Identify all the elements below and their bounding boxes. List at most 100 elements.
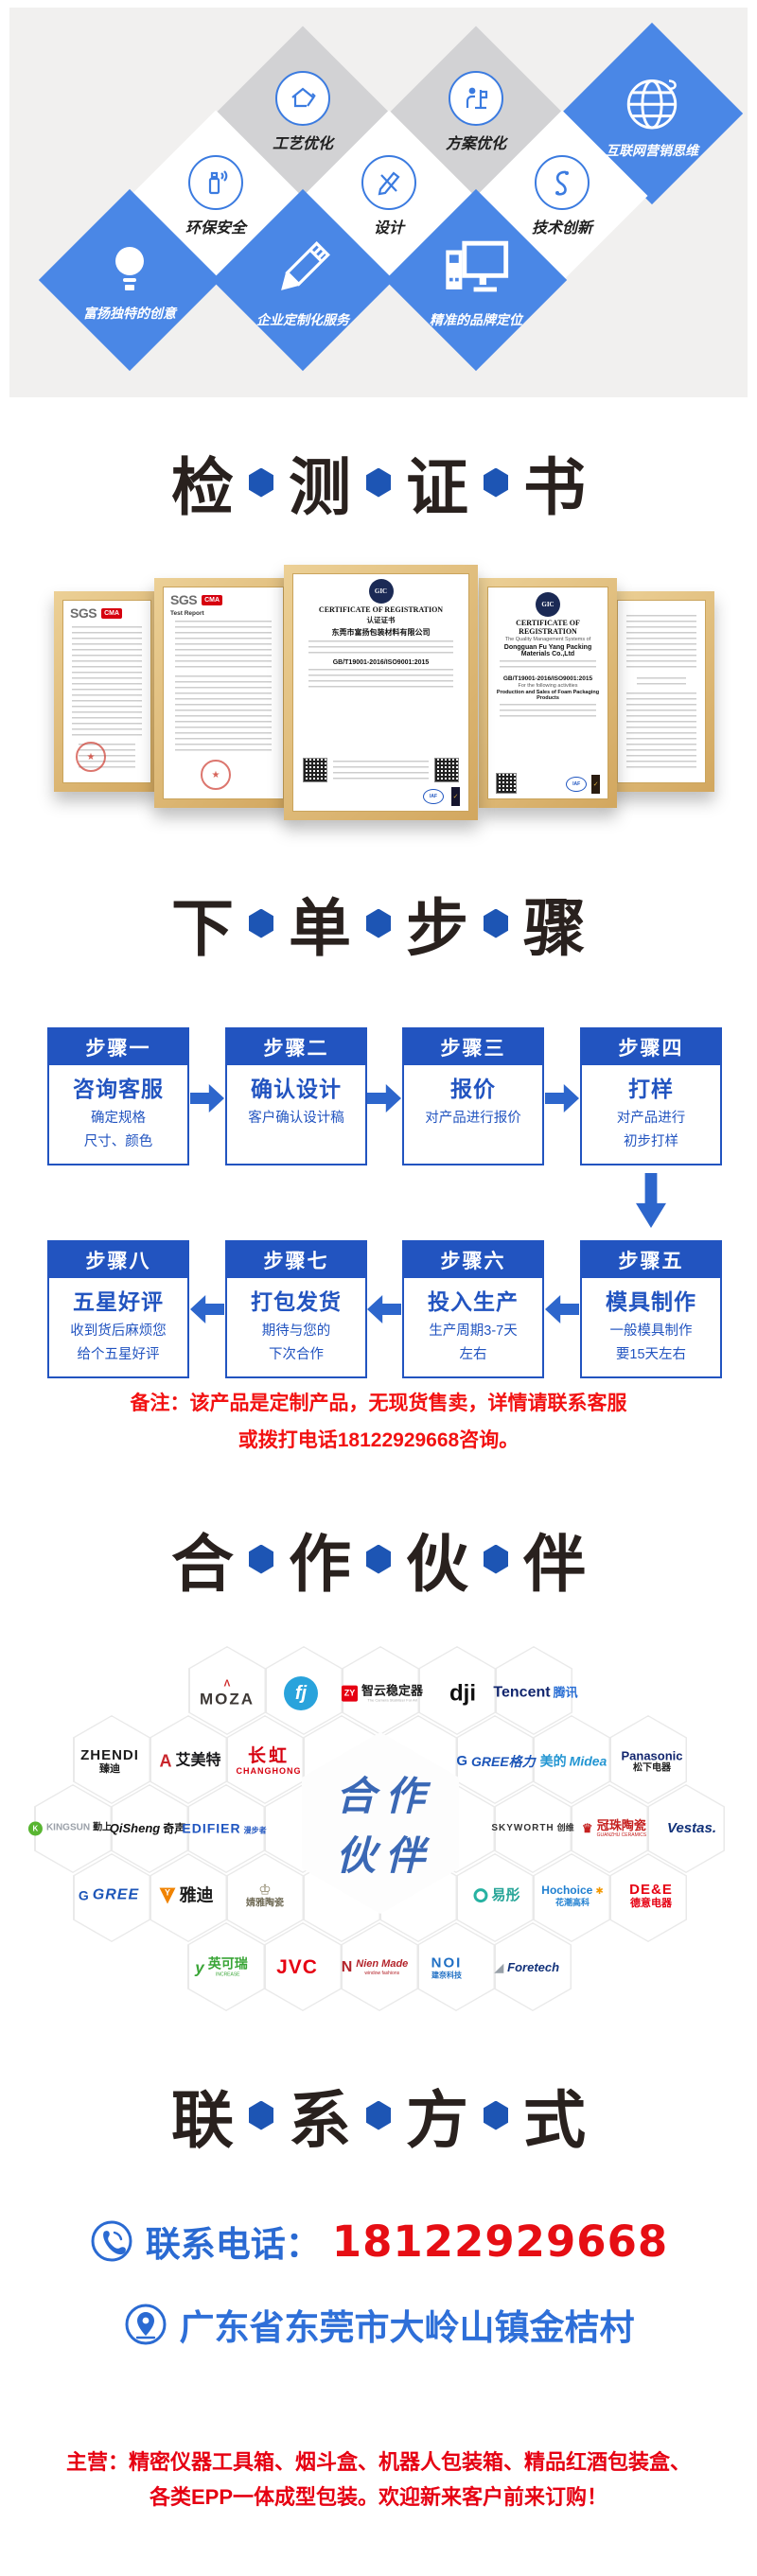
arrow-right-icon xyxy=(367,1084,401,1113)
step-desc: 对产品进行 初步打样 xyxy=(616,1111,686,1149)
phone-row: 联系电话： 18122929668 xyxy=(0,2216,757,2267)
hexagon-bullet-icon xyxy=(366,467,391,498)
heading-char: 联 xyxy=(171,2084,234,2157)
report-title: Test Report xyxy=(170,610,204,617)
qr-code-icon xyxy=(303,758,328,782)
heading-char: 伙 xyxy=(406,1528,468,1601)
advantage-label: 精准的品牌定位 xyxy=(430,312,522,328)
advantage-internet: 互联网营销思维 xyxy=(560,22,744,205)
heading-char: 单 xyxy=(289,892,351,965)
step-tag: 步骤八 xyxy=(49,1242,187,1278)
phone-number: 18122929668 xyxy=(331,2216,669,2267)
advantage-eco: 环保安全 xyxy=(130,110,302,282)
partner-feiyutech: fj xyxy=(284,1676,318,1710)
step-box-8: 步骤八 五星好评 收到货后麻烦您 给个五星好评 xyxy=(47,1240,189,1378)
step-tag: 步骤一 xyxy=(49,1029,187,1065)
step-desc: 对产品进行报价 xyxy=(425,1111,521,1126)
arrow-left-icon xyxy=(545,1295,579,1323)
partner-hochoice: Hochoice✱花潮高科 xyxy=(541,1884,604,1907)
certificates-heading: 检 测 证 书 xyxy=(0,437,757,528)
certificate-title: CERTIFICATE OF REGISTRATION xyxy=(516,619,580,636)
certificate-registration-en: GIC CERTIFICATE OF REGISTRATION The Qual… xyxy=(479,578,617,808)
design-icon xyxy=(361,154,416,210)
partners-heading: 合 作 伙 伴 xyxy=(0,1514,757,1604)
center-hex-char: 作 xyxy=(385,1773,426,1819)
footer-line-2: 各类EPP一体成型包装。欢迎新来客户前来订购！ xyxy=(149,2485,608,2509)
center-hex-char: 伙 xyxy=(335,1832,376,1879)
center-hex-char: 伴 xyxy=(385,1832,426,1879)
globe-icon xyxy=(618,68,686,136)
qr-code-icon xyxy=(495,773,517,794)
partner-vestas: Vestas. xyxy=(667,1820,716,1837)
step-desc: 客户确认设计稿 xyxy=(248,1111,344,1126)
advantage-innovation: 技术创新 xyxy=(476,110,648,282)
advantage-custom-service: 企业定制化服务 xyxy=(211,188,395,372)
certificate-far-right xyxy=(608,591,714,792)
hexagon-bullet-icon xyxy=(484,1544,508,1574)
hexagon-bullet-icon xyxy=(249,2100,273,2130)
award-ribbon-icon: ✓ xyxy=(451,787,460,806)
gic-logo: GIC xyxy=(368,579,394,604)
partner-jingya-ceramics: ♔婧雅陶瓷 xyxy=(246,1882,284,1909)
advantage-brand-position: 精准的品牌定位 xyxy=(384,188,568,372)
arrow-right-icon xyxy=(190,1084,224,1113)
heading-char: 方 xyxy=(406,2084,468,2157)
note-line-2: 或拨打电话18122929668咨询。 xyxy=(238,1429,519,1451)
hexagon-bullet-icon xyxy=(484,2100,508,2130)
advantage-creativity: 富扬独特的创意 xyxy=(38,188,221,372)
partner-jvc: JVC xyxy=(276,1955,318,1978)
craft-icon xyxy=(275,70,330,126)
gic-logo: GIC xyxy=(536,592,560,617)
spray-icon xyxy=(188,154,243,210)
arrow-right-icon xyxy=(545,1084,579,1113)
step-box-7: 步骤七 打包发货 期待与您的 下次合作 xyxy=(225,1240,367,1378)
arrow-down-icon xyxy=(636,1173,666,1228)
advantage-design: 设计 xyxy=(303,110,475,282)
certificate-registration-cn: GIC CERTIFICATE OF REGISTRATION 认证证书 东莞市… xyxy=(284,565,478,820)
step-tag: 步骤三 xyxy=(404,1029,542,1065)
iaf-badge: IAF xyxy=(566,777,588,792)
hexagon-bullet-icon xyxy=(366,1544,391,1574)
standard-number: GB/T19001-2016/ISO9001:2015 xyxy=(502,675,593,682)
step-title: 五星好评 xyxy=(73,1289,164,1314)
step-tag: 步骤二 xyxy=(227,1029,365,1065)
heading-char: 下 xyxy=(171,892,234,965)
heading-char: 伴 xyxy=(523,1528,586,1601)
idea-bulb-icon xyxy=(99,238,160,299)
cma-mark: CMA xyxy=(101,607,123,619)
certificate-test-report: SGS CMA Test Report ★ xyxy=(154,578,292,808)
qr-code-icon xyxy=(433,758,459,782)
step-box-1: 步骤一 咨询客服 确定规格 尺寸、颜色 xyxy=(47,1027,189,1165)
address-row: 广东省东莞市大岭山镇金桔村 xyxy=(0,2299,757,2350)
advantage-label: 技术创新 xyxy=(531,218,592,237)
center-hex-char: 合 xyxy=(335,1773,376,1819)
advantage-plan: 方案优化 xyxy=(390,26,562,198)
arrow-left-icon xyxy=(190,1295,224,1323)
heading-char: 式 xyxy=(523,2084,586,2157)
note-line-1: 备注：该产品是定制产品，无现货售卖，详情请联系客服 xyxy=(130,1393,627,1414)
certificate-title: CERTIFICATE OF REGISTRATION xyxy=(318,605,444,614)
step-tag: 步骤七 xyxy=(227,1242,365,1278)
step-tag: 步骤四 xyxy=(582,1029,720,1065)
steps-heading: 下 单 步 骤 xyxy=(0,878,757,969)
iaf-badge: IAF xyxy=(423,789,444,804)
advantage-label: 方案优化 xyxy=(445,133,506,152)
step-tag: 步骤六 xyxy=(404,1242,542,1278)
heading-char: 书 xyxy=(523,451,586,524)
arrow-left-icon xyxy=(367,1295,401,1323)
step-title: 模具制作 xyxy=(606,1289,696,1314)
step-box-2: 步骤二 确认设计 客户确认设计稿 xyxy=(225,1027,367,1165)
address-text: 广东省东莞市大岭山镇金桔村 xyxy=(179,2308,635,2347)
hexagon-bullet-icon xyxy=(249,1544,273,1574)
activities-label: For the following activities xyxy=(518,683,578,689)
heading-char: 骤 xyxy=(523,892,586,965)
heading-char: 测 xyxy=(289,451,351,524)
